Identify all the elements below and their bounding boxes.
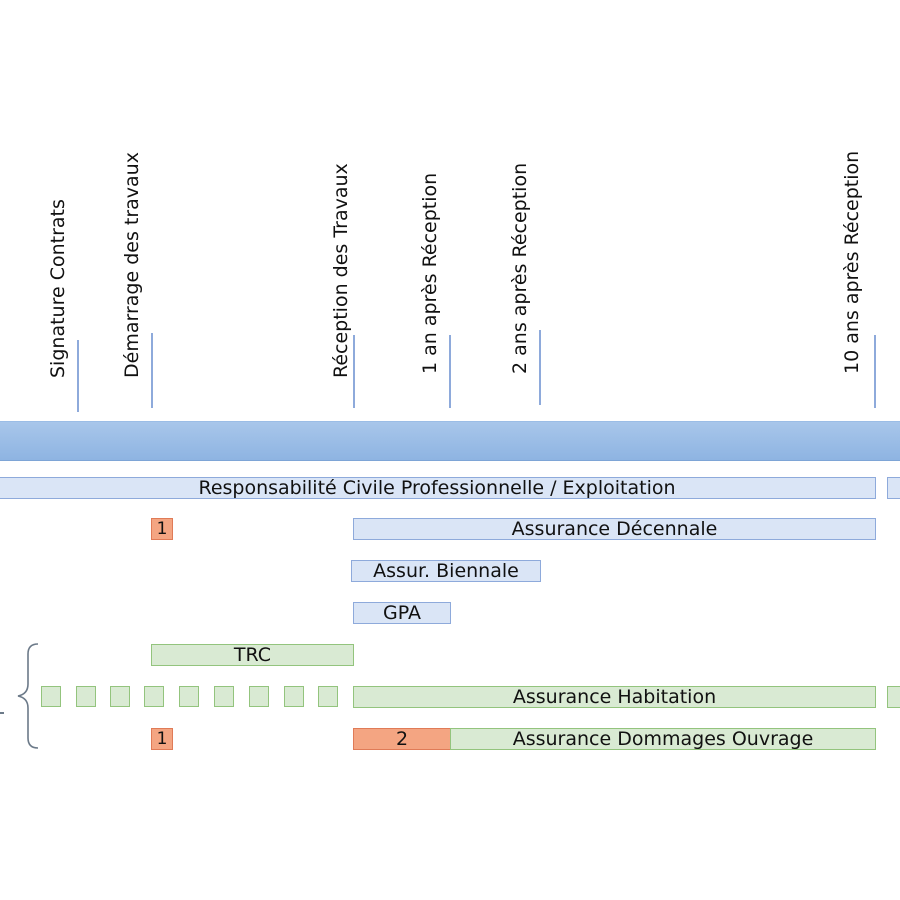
bar-decennale: Assurance Décennale: [353, 518, 876, 540]
habitation-pre-square: [144, 686, 164, 707]
milestone-label-reception: Réception des Travaux: [330, 163, 352, 378]
milestone-label-1an: 1 an après Réception: [419, 172, 441, 374]
milestone-tick-demarrage: [151, 333, 153, 408]
marker-1-dommages-ouvrage: 1: [151, 728, 173, 750]
timeline-band: [0, 421, 900, 461]
bar-rc-pro-continuation: [887, 477, 900, 499]
habitation-pre-square: [179, 686, 199, 707]
marker-1-decennale: 1: [151, 518, 173, 540]
brace-shape: [17, 643, 39, 749]
milestone-tick-signature: [77, 340, 79, 412]
habitation-pre-square: [284, 686, 304, 707]
milestone-tick-10ans: [874, 335, 876, 408]
bar-habitation: Assurance Habitation: [353, 686, 876, 708]
bar-rc-pro: Responsabilité Civile Professionnelle / …: [0, 477, 876, 499]
marker-2-dommages-ouvrage: 2: [353, 728, 451, 750]
bar-trc: TRC: [151, 644, 354, 666]
habitation-pre-square: [76, 686, 96, 707]
habitation-pre-square: [41, 686, 61, 707]
habitation-pre-square: [214, 686, 234, 707]
brace-dash: [0, 712, 4, 714]
milestone-label-2ans: 2 ans après Réception: [509, 162, 531, 374]
milestone-tick-reception: [353, 335, 355, 408]
milestone-label-demarrage: Démarrage des travaux: [121, 152, 143, 378]
habitation-pre-square: [249, 686, 269, 707]
bar-habitation-continuation: [887, 686, 900, 708]
milestone-label-10ans: 10 ans après Réception: [841, 150, 863, 374]
bar-dommages-ouvrage: Assurance Dommages Ouvrage: [450, 728, 876, 750]
habitation-pre-square: [318, 686, 338, 707]
bar-gpa: GPA: [353, 602, 451, 624]
bar-biennale: Assur. Biennale: [351, 560, 541, 582]
habitation-pre-square: [110, 686, 130, 707]
milestone-tick-2ans: [539, 330, 541, 405]
milestone-tick-1an: [449, 335, 451, 408]
milestone-label-signature: Signature Contrats: [47, 199, 69, 378]
